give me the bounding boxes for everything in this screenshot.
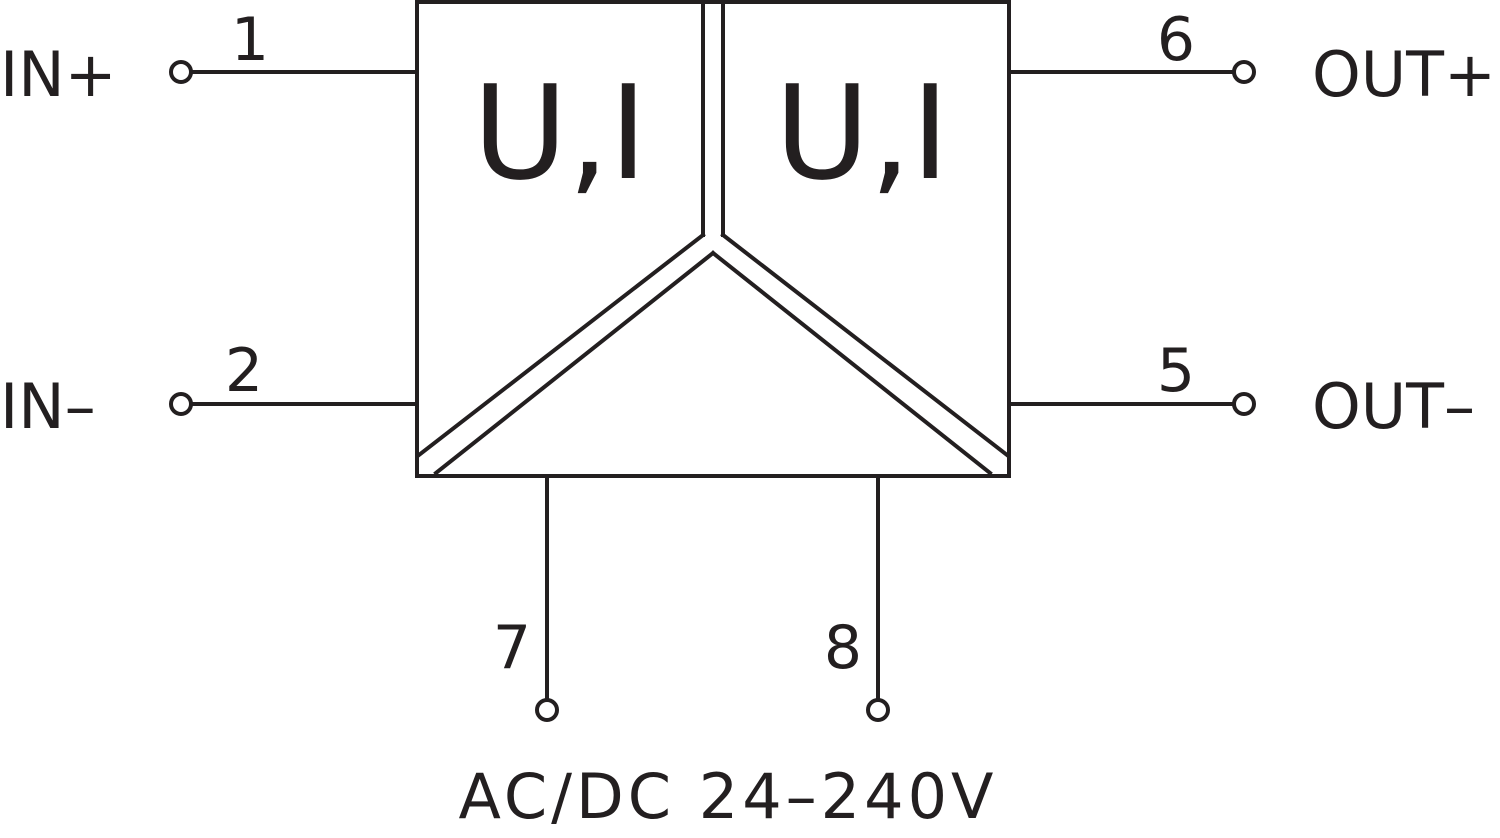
terminal-pin-7 <box>535 698 559 722</box>
module-box <box>415 0 1011 478</box>
port-label-in-minus: IN– <box>0 370 96 443</box>
diagonal-right-inner <box>710 250 993 476</box>
diagonal-left-outer <box>416 232 706 458</box>
supply-label: AC/DC 24–240V <box>459 760 998 833</box>
pin-number-8: 8 <box>824 613 862 683</box>
input-function-label: U,I <box>473 57 648 209</box>
terminal-pin-2 <box>169 392 193 416</box>
terminal-pin-1 <box>169 60 193 84</box>
terminal-pin-8 <box>866 698 890 722</box>
output-function-label: U,I <box>775 57 950 209</box>
pin-number-5: 5 <box>1157 336 1195 406</box>
port-label-out-minus: OUT– <box>1312 370 1475 443</box>
pin-number-1: 1 <box>231 5 269 75</box>
diagonal-right-outer <box>720 232 1010 458</box>
pin-number-6: 6 <box>1157 5 1195 75</box>
pin-number-2: 2 <box>225 336 263 406</box>
port-label-out-plus: OUT+ <box>1312 38 1496 111</box>
terminal-pin-6 <box>1232 60 1256 84</box>
pin-number-7: 7 <box>493 613 531 683</box>
port-label-in-plus: IN+ <box>0 38 117 111</box>
diagonal-left-inner <box>433 250 716 476</box>
terminal-pin-5 <box>1232 392 1256 416</box>
